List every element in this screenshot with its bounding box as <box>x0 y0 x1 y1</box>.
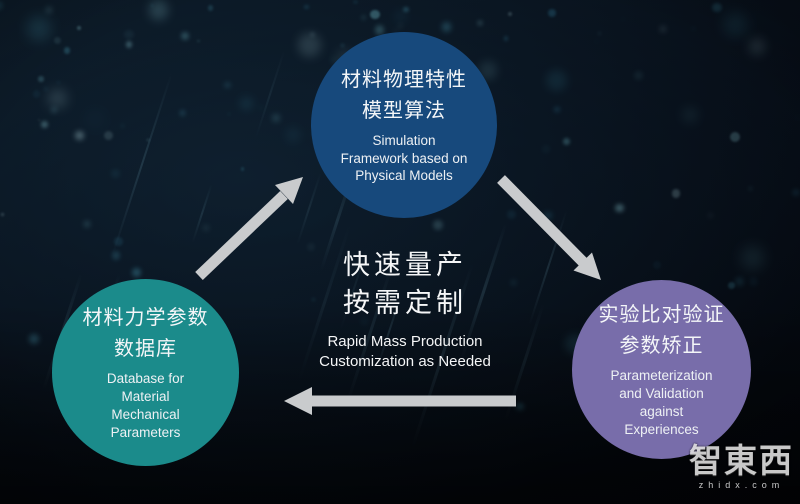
zhidx-domain: zhidx.com <box>698 480 785 490</box>
node-material-database: 材料力学参数 数据库 Database for Material Mechani… <box>52 279 239 466</box>
node-title-zh: 实验比对验证 <box>598 304 725 327</box>
center-slogan-zh: 快速量产 <box>343 250 467 280</box>
node-title-zh: 模型算法 <box>362 99 446 122</box>
zhidx-watermark: 智東西 zhidx.com <box>689 444 794 490</box>
node-parameter-validation: 实验比对验证 参数矫正 Parameterization and Validat… <box>572 280 751 459</box>
center-slogan: 快速量产 按需定制 Rapid Mass Production Customiz… <box>250 246 560 372</box>
node-subtitle-en: Simulation Framework based on Physical M… <box>340 132 468 184</box>
arrow-database-to-simulation <box>195 177 303 280</box>
arrow-simulation-to-validation <box>497 175 601 280</box>
node-title-zh: 材料力学参数 <box>82 307 209 330</box>
arrow-validation-to-database <box>284 387 516 415</box>
center-slogan-zh: 按需定制 <box>343 288 467 319</box>
node-title-zh: 参数矫正 <box>619 335 704 358</box>
zhidx-logo: 智東西 <box>689 442 794 479</box>
center-slogan-en: Rapid Mass Production Customization as N… <box>319 332 491 370</box>
node-title-zh: 数据库 <box>114 338 177 361</box>
node-title-zh: 材料物理特性 <box>341 68 467 91</box>
node-simulation-framework: 材料物理特性 模型算法 Simulation Framework based o… <box>311 32 497 218</box>
node-subtitle-en: Parameterization and Validation against … <box>610 368 713 437</box>
node-subtitle-en: Database for Material Mechanical Paramet… <box>106 371 185 440</box>
